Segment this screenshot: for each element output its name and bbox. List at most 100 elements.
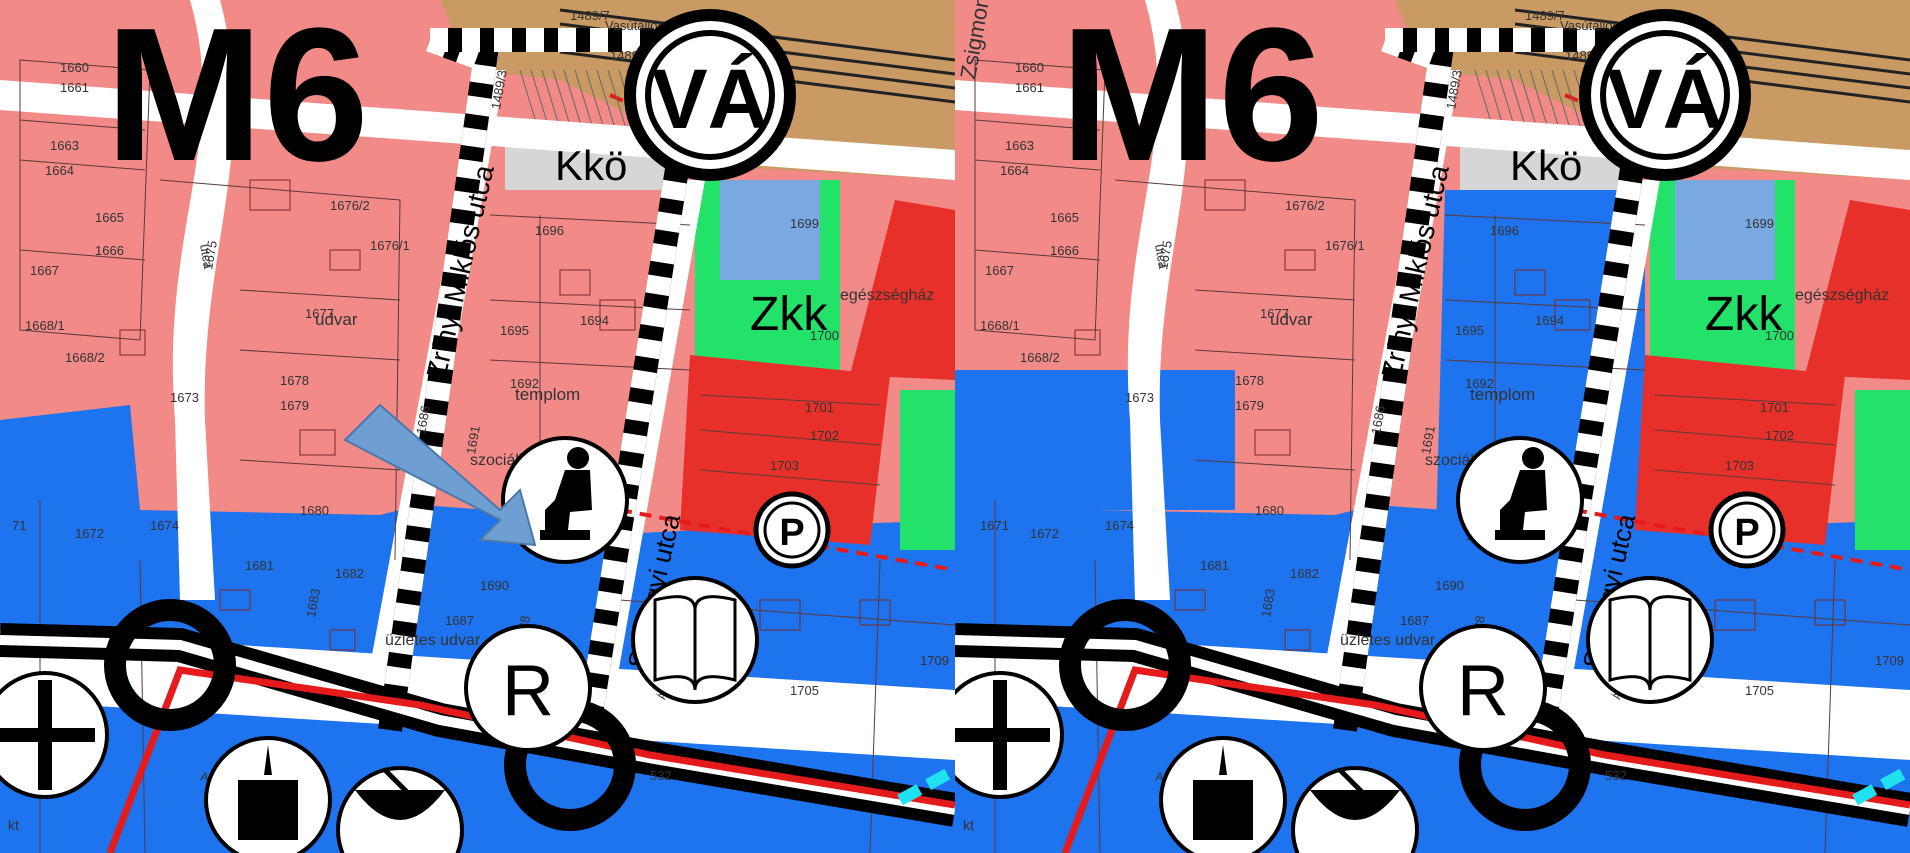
parcel-outline: [239, 349, 401, 361]
parcel-outline: [699, 429, 881, 446]
chair-base-shape: [540, 530, 590, 540]
red-route-line: [1061, 666, 1910, 853]
place-label-uzletes-udvar: üzletes udvar: [1340, 632, 1436, 649]
lot-number-label: 71: [12, 518, 26, 533]
parcel-outline: [699, 469, 881, 486]
road-surface: [1127, 0, 1189, 600]
station-badge-va[interactable]: VÁ: [624, 9, 796, 181]
elderly-care-icon[interactable]: [501, 436, 629, 564]
station-badge-va[interactable]: VÁ: [1579, 9, 1751, 181]
road-surface: [172, 0, 234, 600]
lot-number-label: 1674: [1105, 518, 1134, 533]
pestle-shape: [1338, 768, 1372, 802]
lot-number-label: 1666: [1050, 243, 1079, 258]
church-cross-icon[interactable]: [0, 671, 109, 799]
lot-number-label: 532: [1605, 768, 1627, 783]
street-label-utca: utca: [1152, 243, 1171, 271]
building-footprint: [859, 599, 891, 626]
lot-number-label: 1666: [95, 243, 124, 258]
building-footprint: [1074, 329, 1101, 356]
shop-candle-icon[interactable]: [1159, 736, 1287, 853]
building-footprint: [329, 249, 361, 271]
badge-va-text: VÁ: [652, 52, 769, 146]
parcel-outline: [1194, 349, 1356, 361]
lot-number-label: 1703: [770, 458, 799, 473]
lot-number-label: 1680: [1255, 503, 1284, 518]
parcel-outline: [1114, 179, 1356, 561]
lot-number-label: 1705: [1745, 683, 1774, 698]
chair-base-shape: [1495, 530, 1545, 540]
public-zone-area-west: [955, 370, 1235, 510]
lot-number-label: 1665: [95, 210, 124, 225]
parcel-outline: [19, 159, 146, 171]
building-footprint: [219, 589, 251, 611]
badge-p-text: P: [1734, 512, 1759, 554]
lot-number-label: 1702: [810, 428, 839, 443]
lot-number-label: 1686: [413, 404, 433, 435]
zone-boundary-dashed-south: [1574, 508, 1910, 572]
hatch-line: [1540, 69, 1562, 136]
place-label-uzletes-udvar: üzletes udvar: [385, 632, 481, 649]
lot-number-label: 1678: [280, 373, 309, 388]
lot-number-label: 1672: [1030, 526, 1059, 541]
badge-inner-ring: [1600, 30, 1730, 160]
cyan-road-mark: [897, 764, 955, 806]
parcel-outline: [974, 119, 1101, 131]
building-footprint: [599, 299, 636, 331]
building-footprint: [1284, 629, 1311, 651]
light-blue-lot: [720, 180, 820, 280]
hatch-line: [1562, 69, 1584, 136]
zone-code-zkk: Zkk: [750, 288, 828, 341]
lot-number-label: 1673: [1125, 390, 1154, 405]
parcel-outline: [974, 59, 1106, 341]
lot-number-label: 1694: [580, 313, 609, 328]
parcel-outline: [239, 459, 401, 471]
pharmacy-bowl-icon[interactable]: [1291, 766, 1419, 853]
shop-candle-icon[interactable]: [204, 736, 332, 853]
map-title-m6: M6: [1060, 0, 1324, 201]
zoning-map-svg[interactable]: 16601661166316641665166616671668/11668/2…: [955, 0, 1910, 853]
parking-badge[interactable]: P: [1708, 491, 1786, 569]
parcel-outline: [239, 289, 401, 301]
person-body-shape: [545, 470, 592, 530]
lot-number-label: 1677: [1260, 306, 1289, 321]
candle-flame: [1219, 745, 1227, 775]
lot-number-label: 1671: [980, 518, 1009, 533]
religious-badge-r[interactable]: R: [1419, 624, 1547, 752]
zoning-map-svg[interactable]: 16601661166316641665166616671668/11668/2…: [0, 0, 955, 853]
green-zone-strip: [900, 390, 955, 550]
parcel-outline: [1194, 289, 1356, 301]
pharmacy-bowl-icon[interactable]: [336, 766, 464, 853]
lot-number-label: 1665: [1050, 210, 1079, 225]
parcel-outline: [699, 394, 881, 406]
lot-number-label: 1699: [1745, 216, 1774, 231]
lot-number-label: 1667: [30, 263, 59, 278]
lot-number-label: 1678: [1235, 373, 1264, 388]
zone-code-kko: Kkö: [1510, 142, 1582, 189]
badge-inner-ring: [763, 501, 821, 559]
badge-ring: [753, 491, 831, 569]
highlight-arrow-icon: [343, 403, 537, 547]
lot-number-label: 1691: [1418, 424, 1438, 455]
lot-number-label: 1661: [1015, 80, 1044, 95]
parcel-outline: [974, 249, 1101, 261]
church-cross-icon[interactable]: [955, 671, 1064, 799]
lot-number-label: 1673: [170, 390, 199, 405]
lot-number-label: 1702: [1765, 428, 1794, 443]
lot-number-label: 1694: [1535, 313, 1564, 328]
school-book-icon[interactable]: [631, 576, 759, 704]
zone-boundary-dashed-south: [619, 508, 955, 572]
parcel-outline: [1654, 469, 1836, 486]
lot-number-label: 1668/1: [980, 318, 1020, 333]
parking-badge[interactable]: P: [753, 491, 831, 569]
elderly-care-icon[interactable]: [1456, 436, 1584, 564]
lot-number-label: 1660: [1015, 60, 1044, 75]
religious-badge-r[interactable]: R: [464, 624, 592, 752]
lot-number-label: 1679: [1235, 398, 1264, 413]
lot-number-label: 1489/3: [1443, 69, 1465, 111]
badge-ring: [1419, 624, 1547, 752]
pestle-shape: [383, 768, 417, 802]
school-book-icon[interactable]: [1586, 576, 1714, 704]
